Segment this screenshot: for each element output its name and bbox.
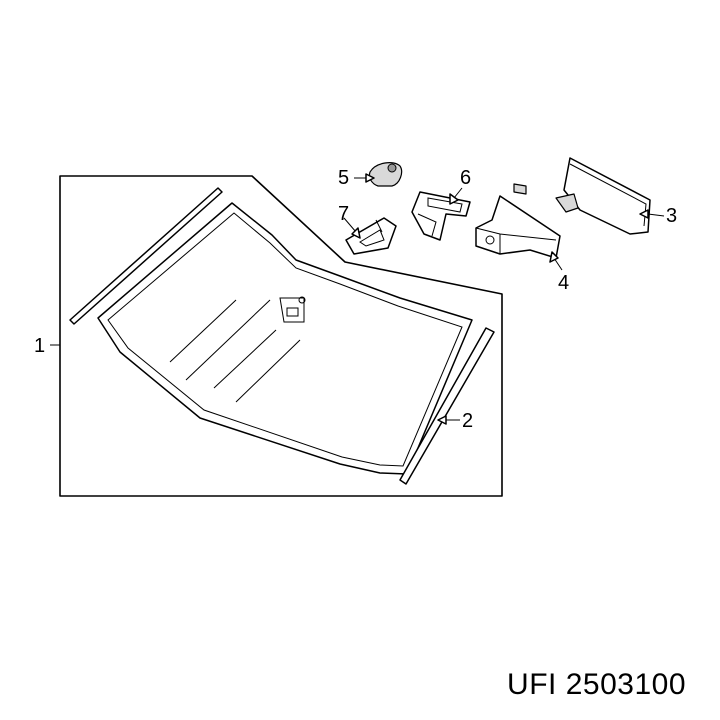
part-number-caption: UFI 2503100 <box>507 668 686 701</box>
side-molding <box>399 327 495 485</box>
left-molding <box>69 187 223 325</box>
leader-7 <box>343 217 357 233</box>
arrow-7 <box>351 227 361 239</box>
callout-1: 1 <box>34 335 45 357</box>
bracket-part <box>411 191 471 241</box>
leader-3 <box>647 213 665 217</box>
callout-7: 7 <box>338 203 349 225</box>
clip-part <box>345 217 397 255</box>
leader-6 <box>453 187 463 199</box>
sensor-cover-part <box>368 162 403 187</box>
callout-4: 4 <box>558 272 569 294</box>
callout-3: 3 <box>666 205 677 227</box>
arrow-4 <box>549 251 559 263</box>
callout-2: 2 <box>462 410 473 432</box>
callout-6: 6 <box>460 167 471 189</box>
callout-5: 5 <box>338 167 349 189</box>
mirror-base-part <box>475 183 561 259</box>
arrow-6 <box>449 193 459 205</box>
rearview-mirror-part <box>555 157 651 235</box>
arrow-3 <box>639 209 649 219</box>
arrow-5 <box>365 173 375 183</box>
group-outline <box>59 175 503 497</box>
windshield-glass <box>97 202 473 475</box>
arrow-2 <box>437 415 447 425</box>
